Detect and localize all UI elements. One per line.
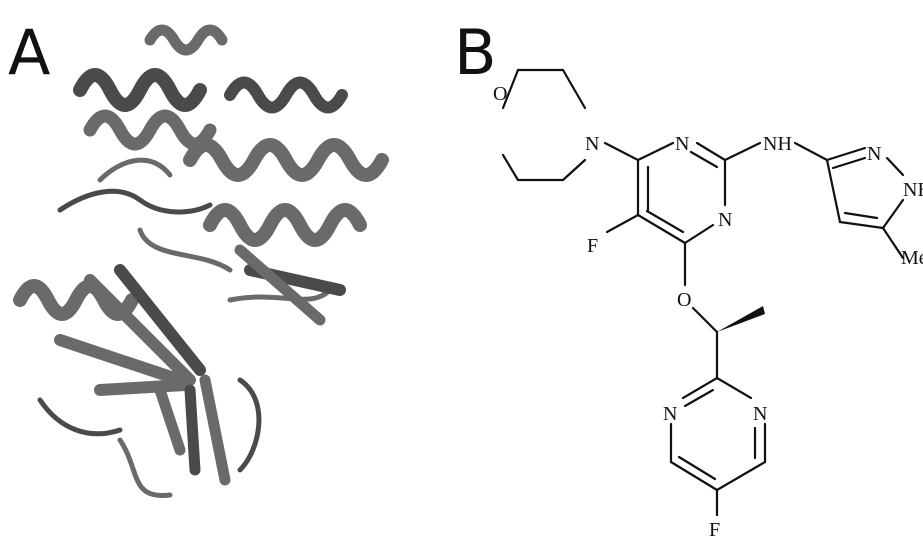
atom-f-core: F bbox=[587, 235, 598, 257]
bond bbox=[825, 146, 867, 162]
loop-7 bbox=[237, 377, 262, 473]
loop-4 bbox=[37, 397, 123, 437]
bond bbox=[681, 376, 719, 400]
panel-label-b: B bbox=[454, 16, 497, 89]
bond bbox=[677, 455, 717, 481]
bond bbox=[715, 460, 767, 492]
bond bbox=[605, 213, 640, 234]
bond bbox=[881, 226, 905, 260]
helix-6 bbox=[144, 24, 228, 56]
protein-ribbon-structure bbox=[13, 24, 389, 499]
bond bbox=[501, 68, 520, 110]
helix-5 bbox=[203, 203, 367, 247]
bond bbox=[683, 388, 715, 408]
bond bbox=[683, 223, 715, 245]
bond bbox=[561, 158, 587, 182]
bond bbox=[843, 211, 879, 220]
beta-strand-5 bbox=[184, 384, 201, 476]
bond bbox=[691, 306, 719, 334]
bond bbox=[603, 141, 640, 162]
bond bbox=[793, 141, 829, 162]
atom-n-pyrazole: N bbox=[867, 143, 881, 165]
beta-strand-6 bbox=[199, 374, 231, 486]
atom-f-terminal: F bbox=[709, 519, 720, 539]
bond bbox=[636, 141, 675, 162]
beta-strand-1 bbox=[84, 274, 196, 386]
atom-n-pyrimidine2-3: N bbox=[753, 403, 767, 425]
beta-strand-3 bbox=[54, 334, 186, 386]
bond bbox=[669, 460, 719, 492]
atom-o-morpholine: O bbox=[493, 83, 507, 105]
loop-1 bbox=[57, 188, 213, 215]
atom-nh-amine: NH bbox=[763, 133, 792, 155]
atom-methyl: Me bbox=[901, 247, 923, 269]
wedge-bond bbox=[717, 306, 765, 332]
atom-o-ether: O bbox=[677, 289, 691, 311]
bond bbox=[689, 150, 719, 169]
loop-3 bbox=[137, 227, 233, 273]
bond bbox=[636, 213, 687, 245]
loop-6 bbox=[117, 437, 173, 499]
atom-n-pyrimidine2-1: N bbox=[663, 403, 677, 425]
panel-label-a: A bbox=[8, 16, 51, 89]
beta-strand-9 bbox=[234, 244, 326, 326]
chemical-structure: O N N N NH N NH Me F O N N F bbox=[493, 68, 923, 539]
bond bbox=[561, 68, 587, 110]
beta-strand-4 bbox=[94, 379, 191, 396]
atom-n-pyrimidine-3: N bbox=[718, 209, 732, 231]
bond bbox=[501, 153, 520, 182]
helix-7 bbox=[13, 279, 139, 321]
bond bbox=[881, 198, 905, 230]
helix-2 bbox=[83, 109, 217, 151]
helix-1 bbox=[73, 68, 207, 112]
bond bbox=[831, 156, 867, 170]
bond bbox=[715, 376, 753, 400]
beta-strand-7 bbox=[154, 384, 186, 456]
loop-2 bbox=[97, 157, 173, 183]
bond bbox=[825, 158, 842, 224]
bond bbox=[885, 156, 905, 177]
bond bbox=[838, 220, 885, 230]
bond bbox=[645, 209, 685, 234]
atom-nh-pyrazole: NH bbox=[903, 179, 923, 201]
helix-3 bbox=[183, 138, 389, 182]
bond bbox=[723, 141, 762, 162]
beta-strand-2 bbox=[114, 264, 206, 376]
bond bbox=[695, 141, 727, 162]
atom-n-morpholine: N bbox=[585, 133, 599, 155]
atom-n-pyrimidine-1: N bbox=[675, 133, 689, 155]
helix-4 bbox=[224, 76, 348, 114]
